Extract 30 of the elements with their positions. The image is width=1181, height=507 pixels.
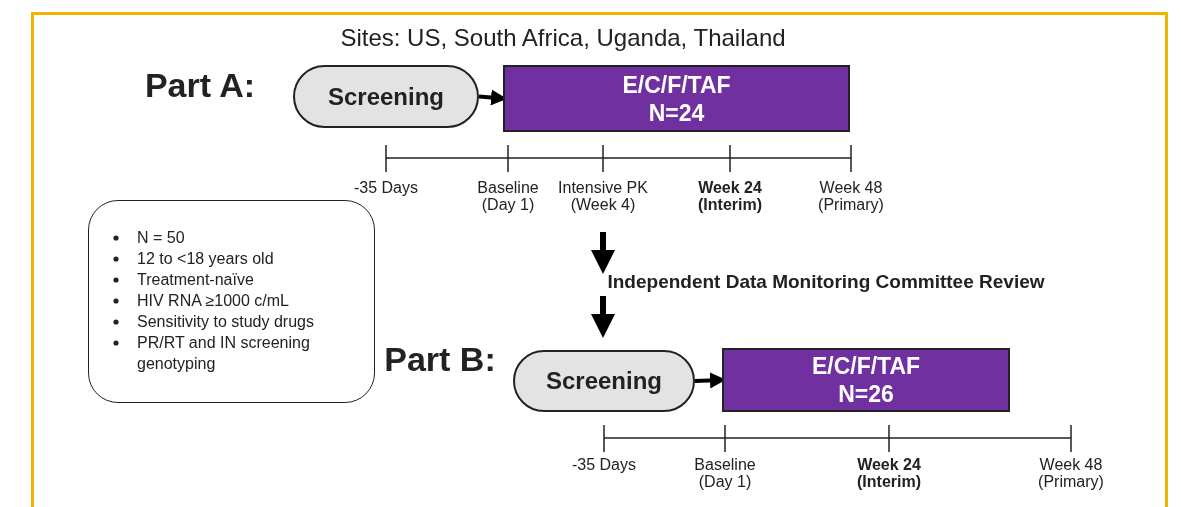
bullet-item: Sensitivity to study drugs bbox=[107, 311, 364, 332]
review-text: Independent Data Monitoring Committee Review bbox=[548, 268, 1104, 296]
sites-text: Sites: US, South Africa, Uganda, Thailand bbox=[339, 24, 787, 52]
box-text: N=24 bbox=[648, 98, 705, 127]
arrow bbox=[591, 296, 615, 338]
bullet-item: PR/RT and IN screening genotyping bbox=[107, 332, 364, 374]
timepoint-label: -35 Days bbox=[571, 456, 637, 473]
timepoint-label: Week 24 (Interim) bbox=[697, 179, 763, 213]
timepoint-label: Intensive PK (Week 4) bbox=[557, 179, 649, 213]
arrow bbox=[591, 232, 615, 274]
part-heading: Part B: bbox=[383, 340, 497, 378]
box-text: E/C/F/TAF bbox=[811, 352, 921, 380]
timepoint-label: Baseline (Day 1) bbox=[693, 456, 757, 490]
bullet-item: HIV RNA ≥1000 c/mL bbox=[107, 290, 364, 311]
treatment-box bbox=[722, 348, 1010, 412]
part-heading: Part A: bbox=[143, 66, 257, 104]
timepoint-label: Week 48 (Primary) bbox=[1037, 456, 1105, 490]
bullet-item: N = 50 bbox=[107, 227, 364, 248]
box-text: E/C/F/TAF bbox=[622, 70, 731, 99]
process-box: Screening bbox=[513, 350, 695, 412]
criteria-box bbox=[88, 200, 375, 403]
bullet-item: Treatment-naïve bbox=[107, 269, 364, 290]
bullet-item: 12 to <18 years old bbox=[107, 248, 364, 269]
timepoint-label: Week 24 (Interim) bbox=[856, 456, 922, 490]
box-text: N=26 bbox=[838, 380, 894, 408]
timepoint-label: Baseline (Day 1) bbox=[476, 179, 540, 213]
process-box: Screening bbox=[293, 65, 479, 128]
timepoint-label: Week 48 (Primary) bbox=[817, 179, 885, 213]
treatment-box bbox=[503, 65, 850, 132]
timepoint-label: -35 Days bbox=[353, 179, 419, 196]
